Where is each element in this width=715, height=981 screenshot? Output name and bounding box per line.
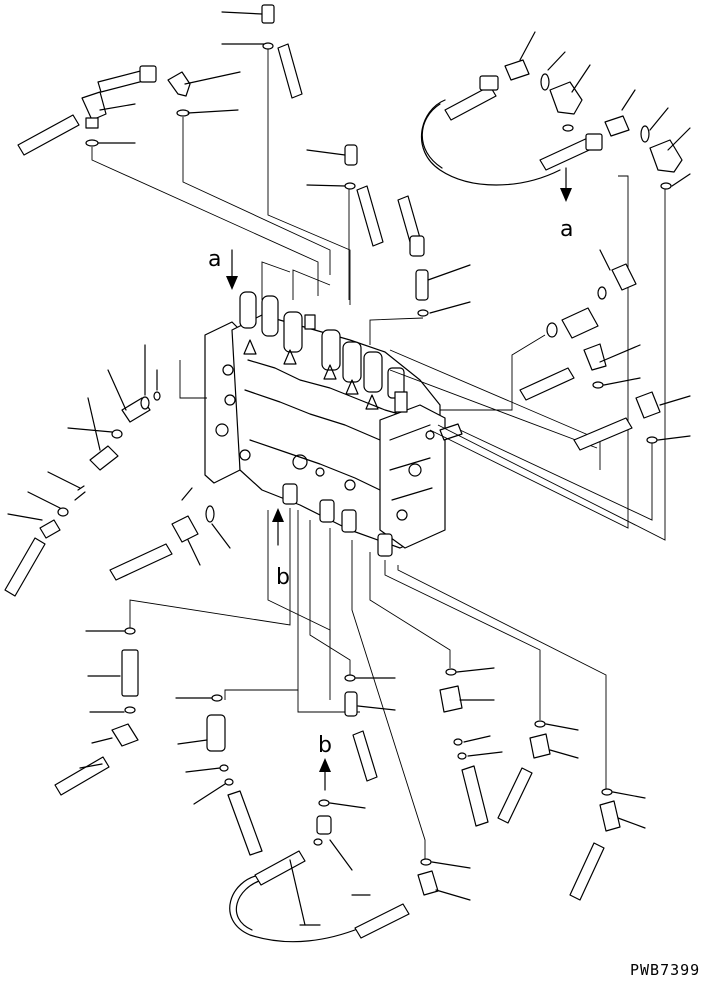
- view-arrow-b-mid: [272, 508, 284, 546]
- hose-loop-bottom: [229, 874, 361, 943]
- view-label-a-top: a: [208, 247, 221, 272]
- view-label-b-low: b: [318, 733, 332, 758]
- view-label-b-mid: b: [276, 565, 290, 590]
- view-arrow-a-right: [560, 167, 572, 202]
- view-arrow-a-top: [226, 249, 238, 290]
- hose-loop-top: [420, 99, 561, 186]
- view-label-a-right: a: [560, 217, 573, 242]
- drawing-code: PWB7399: [630, 961, 700, 979]
- control-valve-assembly: [204, 291, 463, 557]
- view-arrow-b-low: [319, 758, 331, 791]
- fittings: [4, 4, 691, 939]
- routing-lines: [91, 47, 666, 860]
